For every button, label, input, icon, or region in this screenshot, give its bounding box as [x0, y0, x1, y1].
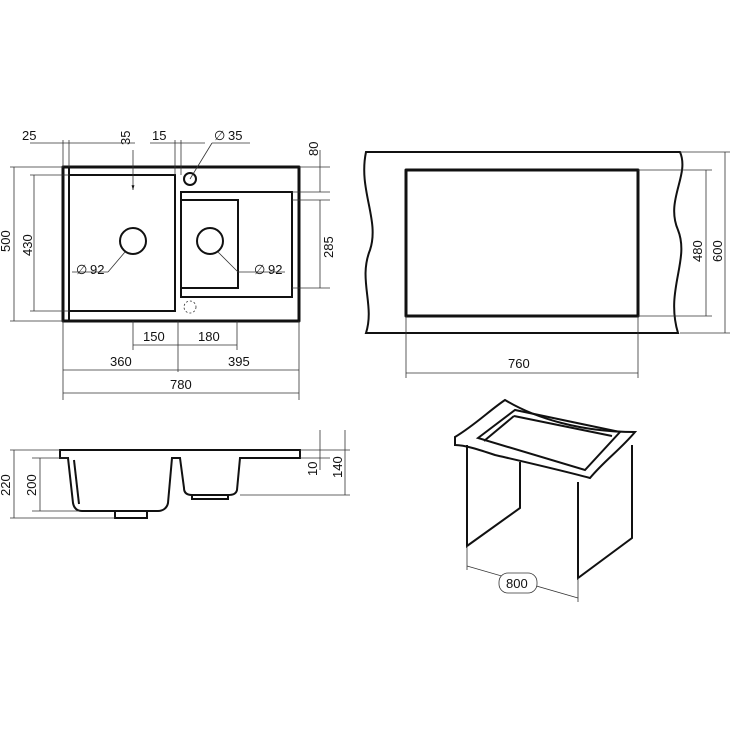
faucet-hole: [183, 172, 197, 186]
dim-500: 500: [0, 230, 13, 252]
dim-25: 25: [22, 128, 36, 143]
left-drain: [119, 227, 147, 255]
dim-10: 10: [305, 462, 320, 476]
cutout-view: 480 600 760: [363, 151, 730, 378]
cabinet-view: 800: [454, 398, 638, 602]
dim-200: 200: [24, 474, 39, 496]
right-drain: [196, 227, 224, 255]
dim-180: 180: [198, 329, 220, 344]
left-leg: [466, 445, 521, 548]
diameter-symbol: ∅: [254, 262, 265, 277]
dim-35: 35: [118, 131, 133, 145]
overflow-hole: [183, 300, 197, 314]
dim-800-box: [498, 572, 538, 594]
dim-150: 150: [143, 329, 165, 344]
dim-15: 15: [152, 128, 166, 143]
right-leg: [577, 445, 633, 580]
sink-profile: [59, 449, 301, 512]
right-bowl: [180, 199, 239, 289]
cutout-rect: [404, 168, 640, 318]
diameter-symbol: ∅: [76, 262, 87, 277]
countertop-outline: [363, 151, 684, 334]
dim-430: 430: [20, 234, 35, 256]
dim-395: 395: [228, 354, 250, 369]
dim-92-right: 92: [268, 262, 282, 277]
dim-220: 220: [0, 474, 13, 496]
dim-800: 800: [506, 576, 528, 591]
dim-780: 780: [170, 377, 192, 392]
right-drain-stub: [191, 494, 229, 500]
dim-92-left: 92: [90, 262, 104, 277]
dim-760: 760: [508, 356, 530, 371]
dim-600: 600: [710, 240, 725, 262]
right-bowl-recess: [180, 191, 293, 298]
countertop: [454, 398, 638, 480]
dim-360: 360: [110, 354, 132, 369]
top-view: 25 35 15 ∅ 35 80 285 500 430 ∅ 92: [0, 128, 336, 400]
dim-285: 285: [321, 236, 336, 258]
dim-diam-35: 35: [228, 128, 242, 143]
left-drain-stub: [114, 510, 148, 519]
side-view: 220 200 10 140: [0, 430, 350, 519]
diameter-symbol: ∅: [214, 128, 225, 143]
countertop-cutout: [475, 408, 622, 472]
dim-480: 480: [690, 240, 705, 262]
dim-80: 80: [306, 142, 321, 156]
dim-140: 140: [330, 456, 345, 478]
left-bowl: [68, 174, 176, 312]
